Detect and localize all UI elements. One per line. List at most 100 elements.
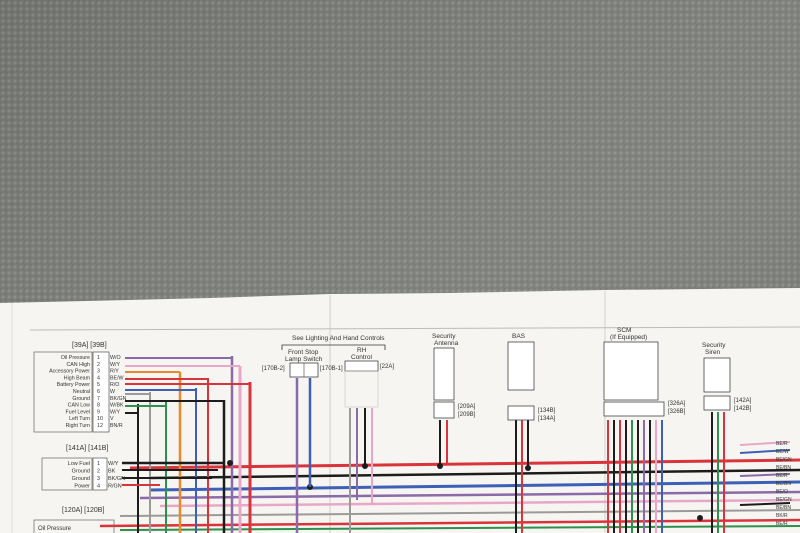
gauge-row-wire: BK [108,469,116,475]
scm-title-1: SCM [617,327,631,334]
diagram-top-rule [29,326,800,331]
security-antenna: Security Antenna [209A] [209B] [432,333,476,419]
bas-body [507,341,535,391]
wire-black [739,502,791,506]
wire-red [99,518,800,528]
right-wire-label: BE/R [776,441,788,447]
wire-pink [739,441,791,446]
wire-green [119,525,800,531]
junction-dot [227,460,233,466]
speedo-row-label: High Beam [64,375,91,381]
speedo-row-label: Oil Pressure [61,355,90,361]
lighting-header-text: See Lighting And Hand Controls [292,335,385,342]
security-siren: Security Siren [142A] [142B] [702,342,752,412]
gauge-row-wire: R/GN [108,484,122,490]
wire-blue [149,480,800,492]
speedo-row-wire: W/Y [110,362,120,368]
bas-ref-b: [134A] [538,416,556,422]
speedo-row-pin: 7 [97,396,100,402]
right-wire-label: BE/BN [776,481,791,487]
gauge-row-label: Low Fuel [68,461,90,467]
front-stop-wires [295,378,312,533]
gauge-row-wire: W/Y [108,461,119,467]
antenna-title-1: Security [432,333,456,340]
antenna-connector [433,401,455,419]
speedo-row-pin: 3 [97,369,100,375]
scm-connector [603,401,665,417]
speedo-row-label: Fuel Level [66,409,90,415]
bas-connector [507,405,535,421]
speedo-label-box [33,351,93,433]
speedo-pin-box [92,351,110,433]
speedo-row-pin: 5 [97,382,100,388]
scm-ref-a: [326A] [668,401,686,407]
scm-title-2: (If Equipped) [610,334,647,341]
speedo-row-label: Right Turn [66,423,90,429]
speedo-vertical-wires [137,356,252,533]
wire-black [149,468,800,480]
speedo-row-pin: 12 [97,423,103,429]
scm-ref-b: [326B] [668,409,686,415]
rh-wire-label-strip [344,370,379,408]
lighting-header: See Lighting And Hand Controls [281,335,386,350]
gauge-row-label: Power [74,484,90,490]
lighting-bracket [281,344,386,350]
wire-gray [119,509,800,517]
antenna-body [433,347,455,401]
wire-red [129,458,800,470]
siren-ref-b: [142B] [734,406,752,412]
front-stop-switch: Front Stop Lamp Switch [170B-2] [170B-1] [262,349,343,378]
speedo-row-label: CAN High [66,362,90,368]
bottom-row-label: Oil Pressure [38,526,72,532]
speedo-row-pin: 4 [97,375,100,381]
rh-box [344,360,379,372]
gauge-ref: [141A] [141B] [66,445,108,452]
siren-ref-a: [142A] [734,398,752,404]
front-stop-right-ref: [170B-1] [320,366,343,372]
antenna-ref-a: [209A] [458,404,476,410]
speedo-row-label: Battery Power [57,382,91,388]
antenna-ref-b: [209B] [458,412,476,418]
gauge-row-pin: 4 [97,484,100,490]
speedo-row-wire: V [110,416,114,422]
rh-title-2: Control [351,354,373,361]
gauge-pin-box [92,457,108,491]
right-wire-label: BE/R [776,521,788,527]
rh-control-wires [349,408,373,533]
speedo-row-pin: 6 [97,389,100,395]
speedo-row-pin: 1 [97,355,100,361]
right-wire-label: BE/GN [776,497,792,503]
gauge-row-wire: BK/GN [108,476,125,482]
speedo-row-wire: BN/R [110,423,123,429]
speedo-row-label: CAN Low [68,403,91,409]
rh-title-1: RH [357,347,367,354]
bottom-ref: [120A] [120B] [62,507,104,514]
siren-connector [703,395,731,411]
speedo-row-wire: R/O [110,382,119,388]
speedo-row-pin: 9 [97,409,100,415]
front-stop-title-2: Lamp Switch [285,356,323,363]
right-wire-label: BK/R [776,513,788,519]
right-wire-label: BE/BN [776,505,791,511]
rh-ref: [22A] [380,364,394,370]
front-stop-title-1: Front Stop [288,349,319,356]
speedo-row-label: Left Turn [69,416,90,422]
speedo-row-wire: R/Y [110,369,119,375]
bas-title: BAS [512,333,526,340]
speedo-row-label: Ground [72,396,90,402]
gauge-pin-wires [122,461,224,486]
speedo-row-wire: W/Y [110,409,120,415]
junction-dot [697,515,703,521]
bas-sensor: BAS [134B] [134A] [507,333,556,422]
gauge-row-label: Ground [72,476,90,482]
rh-control: RH Control [22A] [344,347,394,408]
right-wire-label: BE/O [776,489,788,495]
gauge-row-pin: 2 [97,469,100,475]
gauge-label-box [41,457,93,491]
wire-violet [739,473,791,477]
siren-title-1: Security [702,342,726,349]
speedo-row-label: Accessory Power [49,369,90,375]
